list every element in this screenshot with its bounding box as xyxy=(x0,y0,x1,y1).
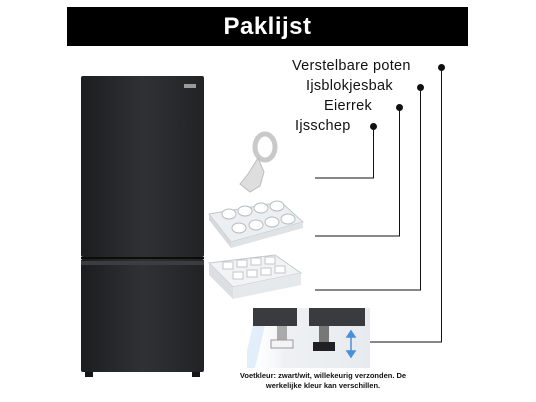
leader-dot-scoop xyxy=(370,123,377,130)
fridge-image xyxy=(81,76,204,377)
ice-cube-tray-image xyxy=(207,254,303,299)
leader-dot-egg-tray xyxy=(396,104,403,111)
label-eierrek: Eierrek xyxy=(324,98,373,114)
color-note: Voetkleur: zwart/wit, willekeurig verzon… xyxy=(239,371,407,390)
label-verstelbare-poten: Verstelbare poten xyxy=(292,58,411,74)
adjustable-legs-image xyxy=(247,308,370,368)
leader-dot-ice-tray xyxy=(417,84,424,91)
page-title: Paklijst xyxy=(223,12,312,40)
label-ijsblokjesbak: Ijsblokjesbak xyxy=(306,78,393,94)
egg-tray-image xyxy=(208,200,305,248)
ice-scoop-image xyxy=(239,131,278,193)
leader-dot-legs xyxy=(438,64,445,71)
label-ijsschep: Ijsschep xyxy=(295,118,351,134)
title-bar: Paklijst xyxy=(67,7,468,46)
